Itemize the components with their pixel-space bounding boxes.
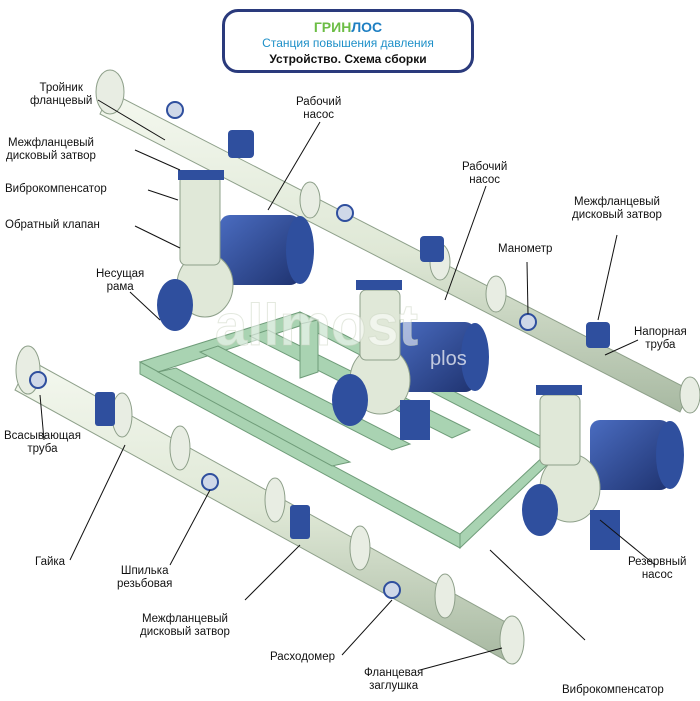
label-check-valve: Обратный клапан xyxy=(5,219,100,231)
work-pump-2 xyxy=(332,280,489,440)
brand-part1: ГРИН xyxy=(313,19,352,35)
brand-name: ГРИНЛОС xyxy=(225,19,471,35)
label-vibrocompensator-bottom: Виброкомпенсатор xyxy=(562,684,664,696)
label-nut: Гайка xyxy=(35,556,66,568)
subtitle: Станция повышения давления xyxy=(262,36,434,50)
suction-pipe-assembly xyxy=(14,345,525,665)
leader-lines xyxy=(39,99,656,671)
watermark-main: allmost xyxy=(215,293,418,358)
label-vibrocompensator-top: Виброкомпенсатор xyxy=(5,183,107,195)
label-flowmeter: Расходомер xyxy=(270,651,336,663)
watermark-sub: plos xyxy=(430,348,467,370)
work-pump-1 xyxy=(157,170,314,331)
pressure-pipe-assembly xyxy=(95,69,700,414)
brand-part2: ЛОС xyxy=(351,19,383,35)
title-box: ГРИНЛОС Станция повышения давления Устро… xyxy=(222,9,474,73)
label-manometer: Манометр xyxy=(498,243,553,255)
reserve-pump xyxy=(522,385,684,550)
caption: Устройство. Схема сборки xyxy=(269,52,427,66)
